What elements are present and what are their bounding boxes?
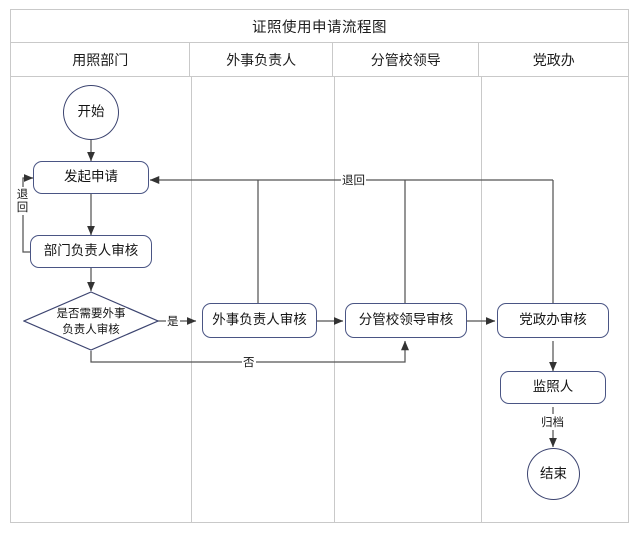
node-apply[interactable]: 发起申请 (33, 161, 149, 194)
lane-divider-1 (191, 77, 192, 523)
lane-header-label: 外事负责人 (226, 52, 297, 69)
lane-header-label: 分管校领导 (370, 52, 441, 69)
lane-header-fenguan: 分管校领导 (333, 43, 480, 76)
node-need-foreign-decision[interactable]: 是否需要外事 负责人审核 (23, 291, 159, 351)
node-leader-review[interactable]: 分管校领导审核 (345, 303, 467, 338)
node-start-label: 开始 (77, 104, 105, 121)
page-title: 证照使用申请流程图 (252, 19, 387, 36)
lane-header-dangzhengban: 党政办 (479, 43, 628, 76)
node-end[interactable]: 结束 (527, 448, 580, 500)
node-keeper[interactable]: 监照人 (500, 371, 606, 404)
node-office-review-label: 党政办审核 (519, 312, 587, 329)
node-foreign-review[interactable]: 外事负责人审核 (202, 303, 317, 338)
node-dept-review[interactable]: 部门负责人审核 (30, 235, 152, 268)
node-need-foreign-label: 是否需要外事 负责人审核 (57, 305, 126, 337)
node-foreign-review-label: 外事负责人审核 (212, 312, 307, 329)
decision-label-line1: 是否需要外事 (56, 305, 126, 320)
lane-header-row: 用照部门 外事负责人 分管校领导 党政办 (11, 43, 628, 77)
node-apply-label: 发起申请 (64, 169, 118, 186)
edge-label-reject-left: 退回 (16, 187, 29, 215)
decision-label-line2: 负责人审核 (62, 322, 120, 336)
node-end-label: 结束 (540, 465, 567, 482)
edge-label-no: 否 (242, 354, 256, 370)
node-office-review[interactable]: 党政办审核 (497, 303, 609, 338)
swimlane-table: 证照使用申请流程图 用照部门 外事负责人 分管校领导 党政办 (10, 9, 629, 523)
lane-divider-3 (481, 77, 482, 523)
edge-label-yes: 是 (166, 313, 180, 329)
lane-header-waishi: 外事负责人 (190, 43, 333, 76)
edge-label-archive: 归档 (540, 414, 565, 430)
diagram-title-row: 证照使用申请流程图 (11, 10, 628, 43)
diamond-shape (23, 291, 159, 351)
node-dept-review-label: 部门负责人审核 (43, 243, 139, 260)
node-keeper-label: 监照人 (532, 379, 574, 396)
node-start[interactable]: 开始 (63, 85, 119, 140)
edge-label-reject-top: 退回 (341, 172, 366, 188)
node-leader-review-label: 分管校领导审核 (358, 312, 454, 329)
lane-header-label: 党政办 (532, 52, 575, 69)
lane-divider-2 (334, 77, 335, 523)
lane-header-label: 用照部门 (72, 52, 129, 69)
lane-header-yongzhao: 用照部门 (11, 43, 191, 76)
